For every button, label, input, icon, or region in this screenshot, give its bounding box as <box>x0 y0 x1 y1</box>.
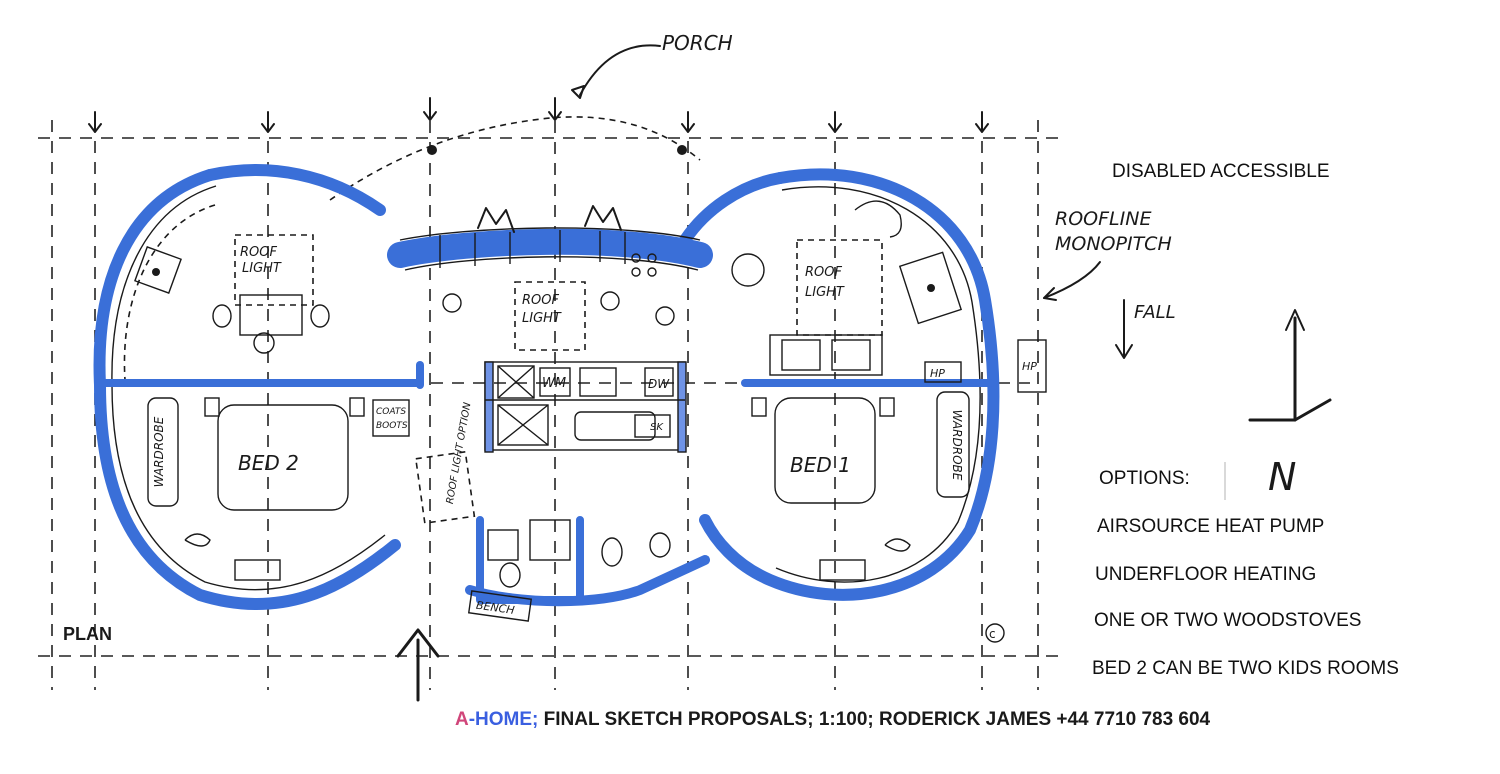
title-block: A-HOME; FINAL SKETCH PROPOSALS; 1:100; R… <box>455 709 1210 731</box>
wardrobe-label: WARDROBE <box>950 410 964 481</box>
wardrobe-label: WARDROBE <box>152 416 166 487</box>
porch-post <box>427 145 437 155</box>
monopitch-label: MONOPITCH <box>1055 233 1172 255</box>
bed2-label: BED 2 <box>238 451 299 475</box>
wm-label: WM <box>542 376 566 391</box>
option-item: BED 2 CAN BE TWO KIDS ROOMS <box>1092 658 1399 679</box>
copyright-glyph: c <box>989 627 996 641</box>
utility-block <box>465 361 710 622</box>
option-item: UNDERFLOOR HEATING <box>1095 564 1317 585</box>
roof-light-label: ROOF <box>522 293 559 308</box>
plan-label: PLAN <box>63 624 112 644</box>
porch-label: PORCH <box>662 31 733 55</box>
roof-light-label: LIGHT <box>242 261 282 276</box>
roof-light-label: ROOF <box>805 265 842 280</box>
dw-label: DW <box>648 377 670 391</box>
left-furniture: WARDROBE BED 2 COATS BOOTS <box>134 246 410 581</box>
fall-label: FALL <box>1134 302 1176 323</box>
options-title: OPTIONS: <box>1099 468 1190 489</box>
title-block-text: FINAL SKETCH PROPOSALS; 1:100; RODERICK … <box>538 709 1211 730</box>
roof-light-label: ROOF <box>240 245 277 260</box>
left-pod <box>93 164 424 611</box>
copyright-mark <box>985 623 1005 643</box>
boots-label: BOOTS <box>376 421 408 431</box>
brand-a: A <box>455 709 469 730</box>
entrance-arrow <box>396 628 440 702</box>
porch-roof-outline <box>329 116 701 201</box>
bed1-label: BED 1 <box>790 453 851 477</box>
central-kitchen <box>387 205 713 326</box>
right-pod <box>679 168 1000 601</box>
brand-home: -HOME; <box>468 709 539 730</box>
option-item: AIRSOURCE HEAT PUMP <box>1097 516 1325 537</box>
roof-light-option-label: ROOF LIGHT OPTION <box>445 401 474 505</box>
option-item: ONE OR TWO WOODSTOVES <box>1094 610 1362 631</box>
sk-label: SK <box>650 422 664 433</box>
hp-label: HP <box>1022 360 1037 373</box>
north-label: N <box>1268 455 1296 499</box>
north-arrow: N <box>1224 309 1332 500</box>
roofline-label: ROOFLINE <box>1055 208 1151 230</box>
bench-label: BENCH <box>475 599 515 617</box>
disabled-accessible-note: DISABLED ACCESSIBLE <box>1112 161 1330 182</box>
roof-light-label: LIGHT <box>522 311 562 326</box>
roofline-annotation: ROOFLINE MONOPITCH FALL <box>1043 208 1176 359</box>
grid-arrows <box>88 97 989 133</box>
porch-post <box>677 145 687 155</box>
notes-panel: DISABLED ACCESSIBLE OPTIONS: AIRSOURCE H… <box>1085 150 1445 710</box>
coats-label: COATS <box>376 407 406 417</box>
porch-annotation: PORCH <box>571 31 733 99</box>
hp-label: HP <box>930 367 945 380</box>
roof-light-label: LIGHT <box>805 285 845 300</box>
right-furniture: BED 1 WARDROBE HP HP <box>731 200 1047 581</box>
